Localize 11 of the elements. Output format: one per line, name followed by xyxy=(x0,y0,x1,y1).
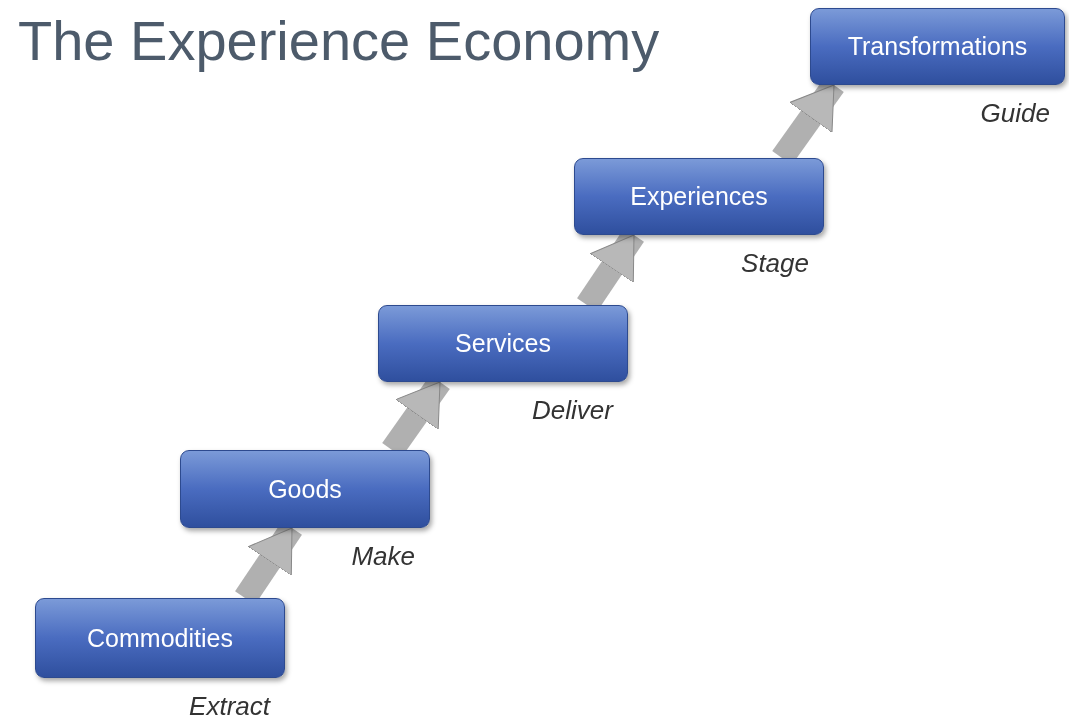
action-label: Stage xyxy=(741,248,809,279)
action-label: Make xyxy=(351,541,415,572)
stage-label: Commodities xyxy=(87,623,233,653)
stage-label: Experiences xyxy=(630,182,768,211)
title: The Experience Economy xyxy=(18,8,660,73)
action-label: Extract xyxy=(189,691,270,721)
stage-label: Transformations xyxy=(847,32,1028,61)
stage-label: Services xyxy=(455,329,551,358)
action-label: Deliver xyxy=(532,395,613,426)
stage-label: Goods xyxy=(268,474,342,504)
action-label: Guide xyxy=(980,98,1050,129)
